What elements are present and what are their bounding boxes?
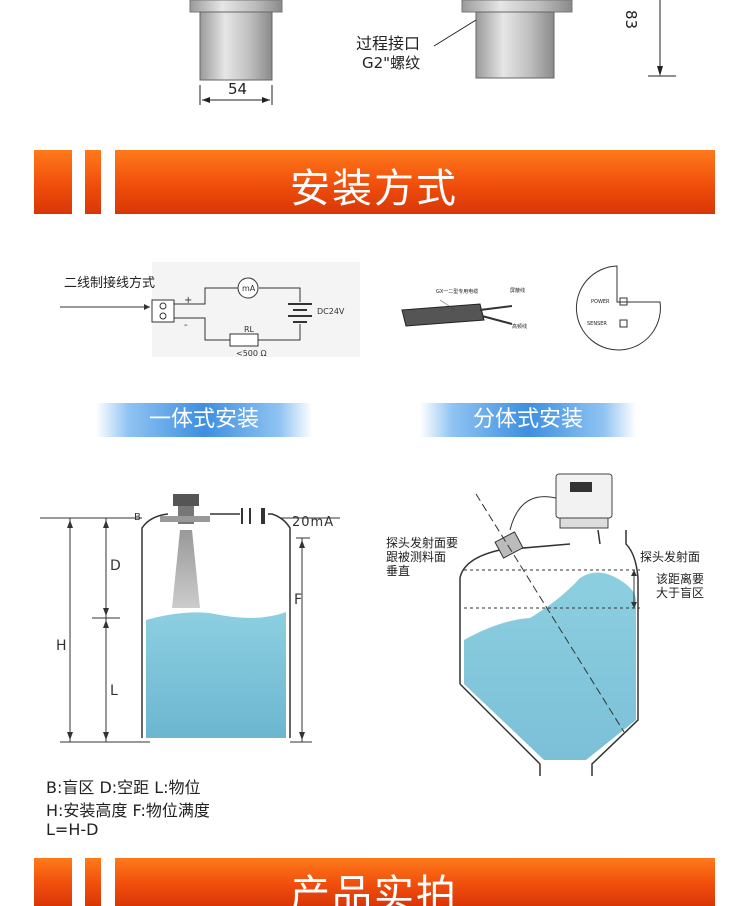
cable-label-a: GX一二型专用电缆 [436,289,479,295]
wiring-title: 二线制接线方式 [64,276,156,291]
banner2-stripe-b [85,858,101,906]
legend-line-2: H:安装高度 F:物位满度 [46,801,210,820]
cable-diagram [400,280,550,340]
sensor-drawing-svg [189,0,676,105]
integral-install-pill: 一体式安装 [96,403,312,437]
panel-power-label: POWER [591,299,610,305]
right-liquid [464,572,636,760]
right-sensor-body [475,11,555,79]
left-liquid [146,612,286,738]
wiring-res-label: <500 Ω [236,349,267,358]
left-beam [172,530,200,608]
cable-label-c: 高频线 [512,324,528,330]
thread-label: G2"螺纹 [362,54,421,72]
left-sensor-body [199,11,273,81]
right-tank-diagram [440,470,700,780]
legend-line-1: B:盲区 D:空距 L:物位 [46,778,201,797]
left-tank-diagram [40,480,370,760]
wiring-ma-label: mA [242,284,256,293]
right-probe [494,531,524,559]
left-tank-outline [141,513,291,738]
left-tank-b-label: B [134,512,141,523]
banner2-title: 产品实拍 [290,872,458,906]
right-tank-outline [459,529,639,776]
sensor-drawing [0,0,750,130]
dim-83-label: 83 [622,10,640,30]
right-note-left-1: 探头发射面要 [386,536,459,550]
left-sensor-cap [189,0,283,13]
right-note-right-top: 探头发射面 [640,550,701,564]
right-note-right-2: 大于盲区 [656,586,705,600]
resistor [229,333,259,347]
left-tank-d-label: D [110,558,121,574]
controller-box [555,473,613,519]
right-note-left-3: 垂直 [386,564,411,578]
panel-sensor-label: SENSER [587,321,607,327]
dim-54-label: 54 [228,80,248,98]
left-tank-20ma-label: 20mA [292,515,335,530]
banner1-stripe-a [34,150,72,214]
right-sensor-cap [461,0,573,13]
cable-svg [401,299,513,327]
cable-body [401,303,485,327]
sensor-indicator [619,319,628,328]
banner1-title: 安装方式 [290,166,458,212]
left-tank-l-label: L [110,683,118,699]
banner2-stripe-a [34,858,72,906]
wiring-dc-label: DC24V [317,307,345,316]
right-tank-svg [459,473,640,776]
split-install-pill: 分体式安装 [420,403,636,437]
right-note-right-1: 该距离要 [656,572,705,586]
wiring-plus: + [184,295,193,306]
banner1-bar [115,150,715,214]
banner2-bar [115,858,715,906]
terminal-block [151,299,175,323]
left-tank-h-label: H [56,638,67,654]
power-indicator [619,297,628,306]
cable-label-b: 屏蔽线 [510,288,526,294]
panel-diagram [570,262,670,354]
banner1-stripe-b [85,150,101,214]
wiring-minus: - [184,320,188,331]
panel-svg [575,265,661,351]
right-note-left-2: 跟被测料面 [386,550,447,564]
left-tank-f-label: F [294,592,303,608]
process-interface-label: 过程接口 [356,34,421,53]
legend-line-3: L=H-D [46,820,99,839]
left-tank-svg [40,494,340,743]
wiring-rl-label: RL [244,325,255,334]
ammeter-icon [237,277,259,299]
left-sensor-head [173,494,199,506]
